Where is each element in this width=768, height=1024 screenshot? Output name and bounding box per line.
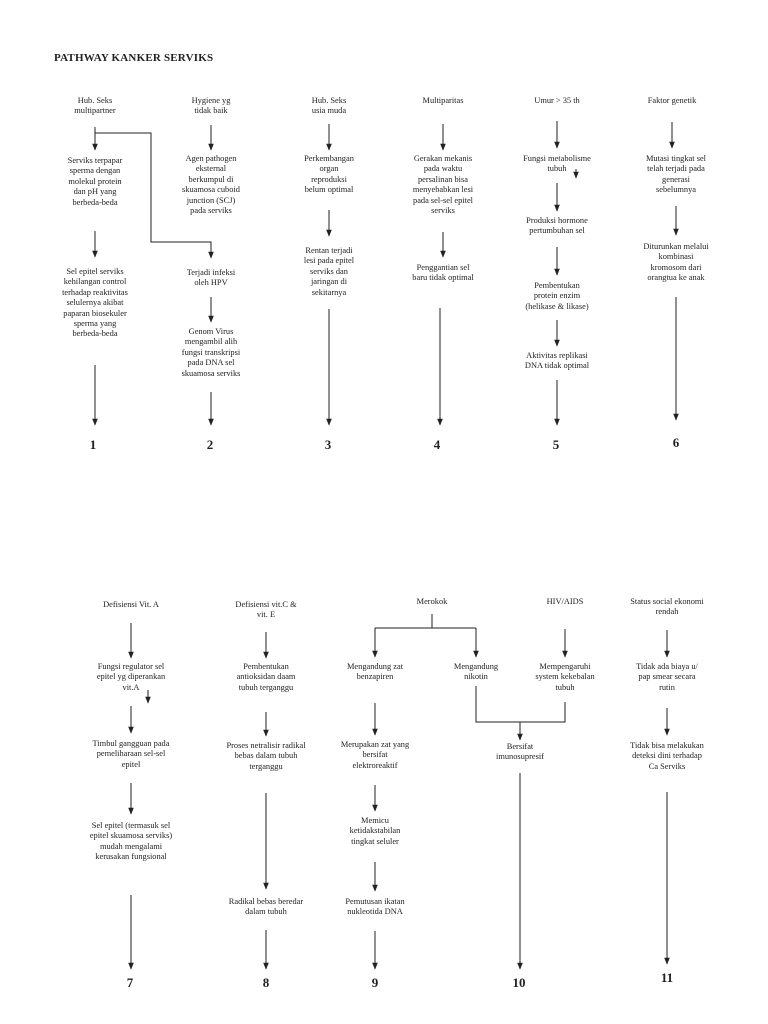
pathway-number-7: 7 xyxy=(126,975,134,990)
pathway-number-5: 5 xyxy=(552,437,560,452)
c10-head: HIV/AIDS xyxy=(546,597,584,606)
pathway-number-6: 6 xyxy=(672,435,680,450)
c10-step-2: Bersifat imunosupresif xyxy=(496,742,544,762)
c8-step-1: Pembentukan antioksidan daam tubuh terga… xyxy=(236,662,296,692)
pathway-number-11: 11 xyxy=(660,970,674,985)
branch-line xyxy=(95,132,214,259)
c4-head: Multiparitas xyxy=(422,96,464,105)
c9-step-1: Mengandung zat benzapiren xyxy=(346,662,404,682)
c3-step-1: Perkembangan organ reproduksi belum opti… xyxy=(304,154,354,195)
c1-step-2: Sel epitel serviks kehilangan control te… xyxy=(62,267,128,339)
c5-head: Umur > 35 th xyxy=(534,96,580,105)
pathway-number-10: 10 xyxy=(512,975,526,990)
c8-step-3: Radikal bebas beredar dalam tubuh xyxy=(228,897,304,917)
c2-step-2: Terjadi infeksi oleh HPV xyxy=(186,268,236,288)
c8-head: Defisiensi vit.C & vit. E xyxy=(235,600,297,620)
c7-head: Defisiensi Vit. A xyxy=(103,600,159,609)
c2-step-1: Agen pathogen eksternal berkumpul di sku… xyxy=(182,154,240,216)
pathway-number-4: 4 xyxy=(433,437,441,452)
pathway-number-8: 8 xyxy=(262,975,270,990)
c6-step-1: Mutasi tingkat sel telah terjadi pada ge… xyxy=(645,154,706,195)
c1-head: Hub. Seks multipartner xyxy=(74,96,116,116)
c5-step-3: Pembentukan protein enzim (helikase & li… xyxy=(525,281,589,311)
merokok-head: Merokok xyxy=(416,597,448,606)
c6-step-2: Diturunkan melalui kombinasi kromosom da… xyxy=(643,242,709,283)
c2-step-3: Genom Virus mengambil alih fungsi transk… xyxy=(181,327,241,378)
c7-step-1: Fungsi regulator sel epitel yg diperanka… xyxy=(96,662,166,692)
c8-step-2: Proses netralisir radikal bebas dalam tu… xyxy=(226,741,306,771)
c11-step-2: Tidak bisa melakukan deteksi dini terhad… xyxy=(630,741,704,771)
c5-step-2: Produksi hormone pertumbuhan sel xyxy=(526,216,588,236)
c4-step-2: Penggantian sel baru tidak optimal xyxy=(412,263,474,283)
c9-step-2: Merupakan zat yang bersifat elektroreakt… xyxy=(340,740,410,770)
pathway-number-9: 9 xyxy=(371,975,379,990)
nikotin-step: Mengandung nikotin xyxy=(453,662,499,682)
c3-step-2: Rentan terjadi lesi pada epitel serviks … xyxy=(303,246,355,297)
c5-step-4: Aktivitas replikasi DNA tidak optimal xyxy=(524,351,590,371)
page-title: PATHWAY KANKER SERVIKS xyxy=(54,52,214,64)
c9-step-3: Memicu ketidakstabilan tingkat seluler xyxy=(349,816,401,846)
pathway-number-3: 3 xyxy=(324,437,332,452)
c11-step-1: Tidak ada biaya u/ pap smear secara ruti… xyxy=(636,662,698,692)
c7-step-2: Timbul gangguan pada pemeliharaan sel-se… xyxy=(92,739,170,769)
c3-head: Hub. Seks usia muda xyxy=(311,96,347,116)
c9-step-4: Pemutusan ikatan nukleotida DNA xyxy=(345,897,405,917)
c7-step-3: Sel epitel (termasuk sel epitel skuamosa… xyxy=(89,821,173,862)
c4-step-1: Gerakan mekanis pada waktu persalinan bi… xyxy=(412,154,474,216)
c1-step-1: Serviks terpapar sperma dengan molekul p… xyxy=(67,156,123,207)
c10-step-1: Mempengaruhi system kekebalan tubuh xyxy=(535,662,595,692)
c5-step-1: Fungsi metabolisme tubuh xyxy=(523,154,591,174)
c6-head: Faktor genetik xyxy=(647,96,697,105)
c2-head: Hygiene yg tidak baik xyxy=(191,96,231,116)
c11-head: Status social ekonomi rendah xyxy=(630,597,704,617)
pathway-number-1: 1 xyxy=(89,437,97,452)
pathway-number-2: 2 xyxy=(206,437,214,452)
